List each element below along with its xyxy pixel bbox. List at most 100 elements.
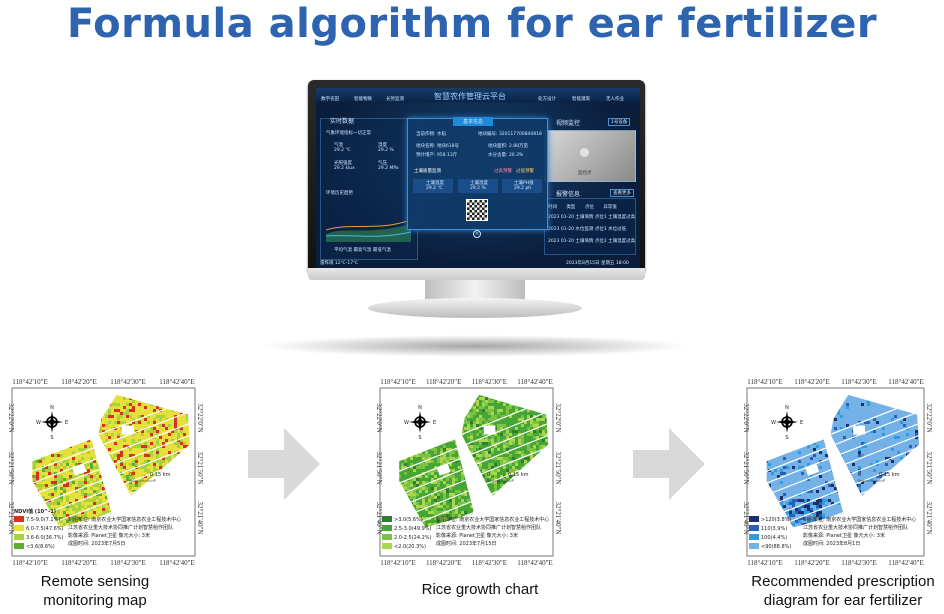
pixel	[99, 505, 103, 509]
pixel	[165, 421, 169, 425]
pixel	[171, 457, 175, 461]
pixel	[51, 475, 55, 479]
pixel	[467, 445, 471, 449]
pixel	[150, 457, 154, 461]
pixel	[482, 439, 486, 443]
pixel	[515, 418, 519, 422]
pixel	[545, 427, 549, 431]
alarm-panel	[544, 198, 636, 255]
nav-item[interactable]: 处方设计	[538, 97, 556, 102]
latitude-label: 32°21'40"N	[7, 502, 15, 535]
pixel	[60, 490, 64, 494]
pixel	[96, 502, 100, 506]
nav-item[interactable]: 智能物联	[354, 97, 372, 102]
pixel	[81, 502, 85, 506]
pixel	[111, 409, 115, 413]
pixel	[449, 451, 453, 455]
pixel	[452, 445, 456, 449]
pixel	[120, 433, 124, 437]
pixel	[186, 430, 190, 434]
pixel	[497, 424, 501, 428]
pixel	[120, 442, 124, 446]
alarm-row[interactable]: 2023 01-20 水位监测 点位1 水位过低	[548, 227, 627, 232]
pixel	[399, 460, 402, 464]
pixel	[129, 445, 133, 449]
pixel	[425, 457, 429, 461]
basic-info-popup: 基本信息 当前作物: 水稻 地块编号: 320117700840818 地块名称…	[407, 117, 548, 230]
reading-label: 湿度	[378, 143, 387, 148]
pixel	[84, 466, 88, 470]
alarm-more-button[interactable]: 查看更多	[610, 189, 634, 197]
pixel	[467, 418, 471, 422]
pixel	[75, 445, 79, 449]
pixel	[521, 457, 525, 461]
pixel	[42, 484, 46, 488]
pixel	[494, 445, 498, 449]
pixel	[162, 463, 166, 467]
pixel	[473, 424, 477, 428]
pixel	[129, 436, 133, 440]
pixel	[141, 418, 145, 422]
pixel	[90, 478, 94, 482]
reading-label: 光照强度	[334, 161, 352, 166]
pixel	[84, 514, 88, 518]
pixel	[108, 505, 112, 509]
close-icon[interactable]: ×	[473, 230, 481, 238]
pixel	[422, 454, 426, 458]
pixel	[156, 466, 160, 470]
pixel	[138, 439, 142, 443]
pixel	[521, 427, 525, 431]
pixel	[69, 463, 73, 467]
pixel	[416, 460, 420, 464]
pixel	[93, 469, 97, 473]
pixel	[527, 427, 531, 431]
play-icon[interactable]	[580, 148, 589, 157]
pixel	[494, 406, 498, 410]
dashboard-screen: 智慧农作管理云平台 数字农田 智能物联 长势监测 处方设计 智能灌溉 无人作业 …	[316, 88, 640, 268]
pixel	[162, 430, 166, 434]
alarm-row[interactable]: 2023 01-20 土壤墒情 点位1 土壤温度过高	[548, 215, 636, 220]
pixel	[102, 442, 106, 446]
pixel	[72, 475, 76, 479]
nav-item[interactable]: 智能灌溉	[572, 97, 590, 102]
pixel	[180, 436, 184, 440]
pixel	[177, 433, 181, 437]
pixel	[135, 427, 139, 431]
pixel	[153, 448, 157, 452]
pixel	[93, 490, 97, 494]
pixel	[503, 421, 507, 425]
pixel	[479, 397, 483, 401]
pixel	[180, 430, 184, 434]
pixel	[165, 427, 169, 431]
pixel	[183, 430, 187, 434]
alarm-row[interactable]: 2023 01-20 土壤墒情 点位2 土壤温度过高	[548, 239, 636, 244]
pixel	[177, 451, 181, 455]
pixel	[162, 409, 166, 413]
pixel	[99, 433, 103, 437]
pixel	[126, 466, 130, 470]
pixel	[503, 445, 507, 449]
pixel	[69, 478, 73, 482]
nav-item[interactable]: 无人作业	[606, 97, 624, 102]
pixel	[527, 460, 531, 464]
pixel	[105, 433, 109, 437]
pixel	[473, 433, 477, 437]
pixel	[153, 460, 157, 464]
pixel	[123, 421, 127, 425]
nav-item[interactable]: 数字农田	[321, 97, 339, 102]
pixel	[491, 457, 495, 461]
pixel	[144, 433, 148, 437]
pixel	[437, 457, 441, 461]
pixel	[500, 436, 504, 440]
nav-item[interactable]: 长势监测	[386, 97, 404, 102]
pixel	[189, 439, 190, 443]
pixel	[90, 487, 94, 491]
pixel	[497, 448, 501, 452]
pixel	[84, 511, 88, 515]
pixel	[108, 448, 112, 452]
camera-select[interactable]: 1号设备	[608, 118, 631, 126]
pixel	[117, 412, 121, 416]
pixel	[111, 406, 115, 410]
pixel	[446, 442, 450, 446]
pixel	[66, 511, 70, 515]
